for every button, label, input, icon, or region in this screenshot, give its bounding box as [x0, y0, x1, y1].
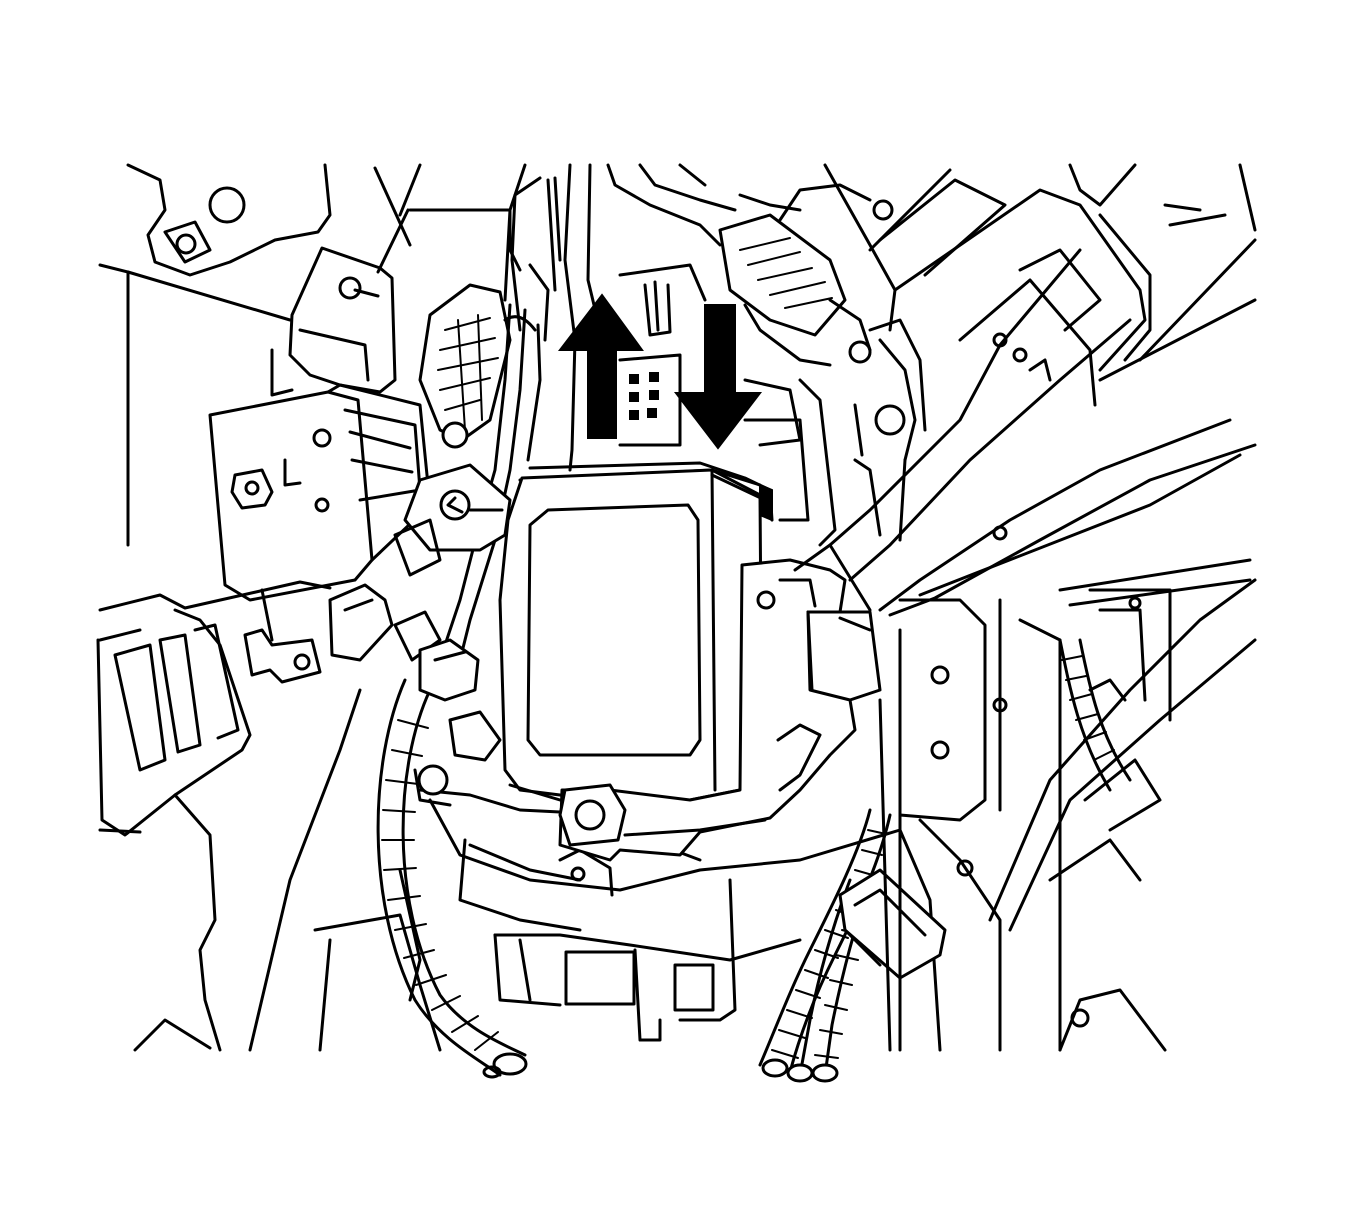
pedal-lever: [96, 580, 332, 1052]
module-bracket: [558, 543, 882, 862]
center-top-struts: [508, 163, 802, 292]
upper-bolt-bracket: [270, 246, 397, 397]
right-vertical-frame: [798, 318, 927, 1052]
control-module: [498, 461, 774, 807]
right-upper-housing: [823, 163, 1227, 407]
right-diagonal-arms: [828, 163, 1257, 932]
right-conduit-far: [1048, 638, 1167, 1052]
lower-right-conduits: [758, 808, 947, 1083]
lower-base-bracket: [398, 764, 902, 1042]
harness-connectors: [328, 583, 502, 762]
rear-connector: [618, 263, 810, 522]
left-upper-bracket: [98, 163, 332, 547]
down-arrow: [673, 304, 763, 450]
small-clip: [243, 588, 322, 684]
up-arrow: [557, 293, 644, 439]
upper-harness: [606, 163, 872, 367]
grille-plate: [418, 283, 512, 449]
left-mounting-bracket: [208, 383, 432, 602]
wiring-harness-left: [393, 163, 602, 682]
